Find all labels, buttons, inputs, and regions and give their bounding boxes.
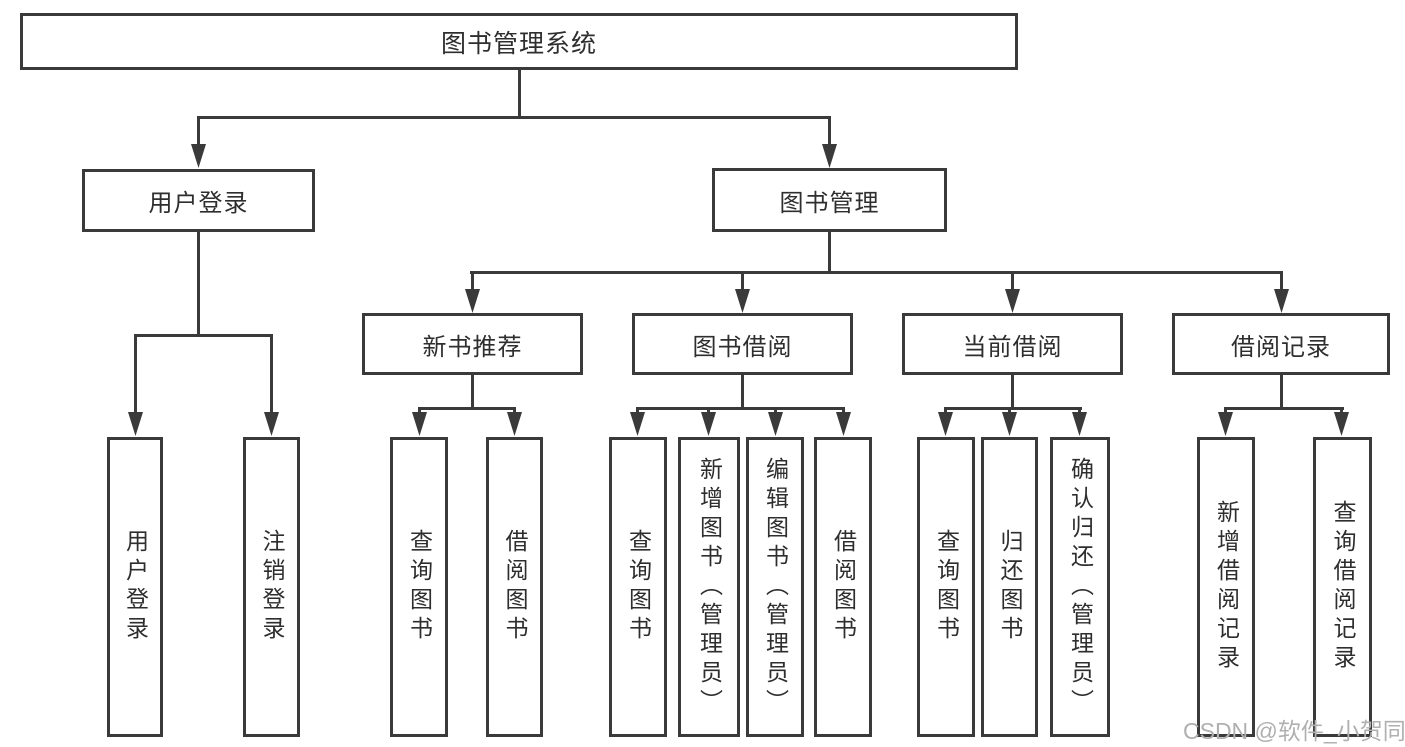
node-label: 借阅记录	[1231, 333, 1331, 361]
arrow-down-icon	[465, 289, 480, 313]
leaf-return-book: 归还图书	[981, 437, 1038, 737]
connector-segment	[944, 407, 1082, 410]
arrow-down-icon	[264, 412, 279, 436]
connector-segment	[470, 271, 1283, 274]
connector-segment	[418, 407, 516, 410]
arrow-down-icon	[1072, 412, 1087, 436]
arrow-down-icon	[1274, 289, 1289, 313]
node-label: 用户登录	[148, 190, 249, 217]
leaf-borrow-books-recommend: 借阅图书	[486, 437, 543, 737]
arrow-down-icon	[768, 412, 783, 436]
node-label: 借阅图书	[502, 529, 528, 645]
connector-segment	[518, 68, 521, 118]
arrow-down-icon	[507, 412, 522, 436]
arrow-down-icon	[1334, 412, 1349, 436]
node-label: 查询借阅记录	[1330, 500, 1356, 674]
node-label: 查询图书	[406, 529, 433, 645]
node-user-login: 用户登录	[82, 169, 315, 232]
node-label: 新增借阅记录	[1213, 500, 1240, 674]
node-label: 新书推荐	[422, 333, 523, 361]
connector-segment	[1011, 375, 1014, 409]
connector-segment	[828, 232, 831, 274]
node-label: 图书管理系统	[440, 29, 597, 58]
node-label: 编辑图书（管理员）	[762, 456, 789, 718]
node-borrowing-records: 借阅记录	[1172, 313, 1390, 375]
csdn-watermark: CSDN @软件_小贺同学	[1183, 718, 1405, 744]
arrow-down-icon	[412, 412, 427, 436]
connector-segment	[1011, 271, 1014, 293]
connector-segment	[270, 334, 273, 418]
connector-segment	[471, 375, 474, 409]
leaf-query-books-borrowing: 查询图书	[609, 437, 667, 737]
connector-segment	[197, 232, 200, 336]
arrow-down-icon	[735, 289, 750, 313]
arrow-down-icon	[630, 412, 645, 436]
connector-segment	[197, 116, 200, 150]
leaf-query-borrow-record: 查询借阅记录	[1313, 437, 1372, 737]
leaf-add-borrow-record: 新增借阅记录	[1197, 437, 1255, 737]
arrow-down-icon	[191, 144, 206, 168]
node-new-book-recommend: 新书推荐	[362, 313, 583, 375]
connector-segment	[741, 271, 744, 293]
connector-segment	[197, 116, 831, 119]
leaf-query-books-current: 查询图书	[917, 437, 975, 737]
connector-segment	[134, 334, 273, 337]
leaf-logout: 注销登录	[243, 437, 300, 737]
connector-segment	[636, 407, 845, 410]
arrow-down-icon	[1005, 289, 1020, 313]
arrow-down-icon	[1218, 412, 1233, 436]
connector-segment	[741, 375, 744, 409]
node-book-management: 图书管理	[712, 168, 947, 232]
node-label: 借阅图书	[830, 529, 857, 645]
connector-segment	[134, 334, 137, 418]
arrow-down-icon	[701, 412, 716, 436]
leaf-borrow-books-borrowing: 借阅图书	[814, 437, 872, 737]
node-label: 查询图书	[933, 529, 960, 645]
leaf-user-login: 用户登录	[107, 437, 163, 737]
node-label: 图书借阅	[692, 333, 793, 361]
leaf-query-books-recommend: 查询图书	[390, 437, 448, 737]
leaf-edit-book-admin: 编辑图书（管理员）	[746, 437, 804, 737]
connector-segment	[471, 271, 474, 293]
leaf-confirm-return-admin: 确认归还（管理员）	[1050, 437, 1110, 737]
connector-segment	[1224, 407, 1344, 410]
arrow-down-icon	[822, 144, 837, 168]
arrow-down-icon	[836, 412, 851, 436]
node-current-borrowing: 当前借阅	[902, 313, 1123, 375]
node-label: 新增图书（管理员）	[696, 456, 723, 718]
node-label: 注销登录	[259, 529, 285, 645]
node-label: 确认归还（管理员）	[1067, 456, 1094, 718]
node-book-borrowing: 图书借阅	[632, 313, 853, 375]
node-label: 当前借阅	[962, 333, 1063, 361]
node-label: 归还图书	[997, 529, 1023, 645]
connector-segment	[828, 116, 831, 150]
connector-segment	[1280, 271, 1283, 293]
node-label: 查询图书	[625, 529, 652, 645]
node-label: 用户登录	[122, 529, 149, 645]
connector-segment	[1280, 375, 1283, 409]
leaf-add-book-admin: 新增图书（管理员）	[678, 437, 740, 737]
arrow-down-icon	[128, 412, 143, 436]
node-library-management-system: 图书管理系统	[20, 13, 1018, 70]
node-label: 图书管理	[779, 189, 880, 217]
arrow-down-icon	[1002, 412, 1017, 436]
arrow-down-icon	[938, 412, 953, 436]
